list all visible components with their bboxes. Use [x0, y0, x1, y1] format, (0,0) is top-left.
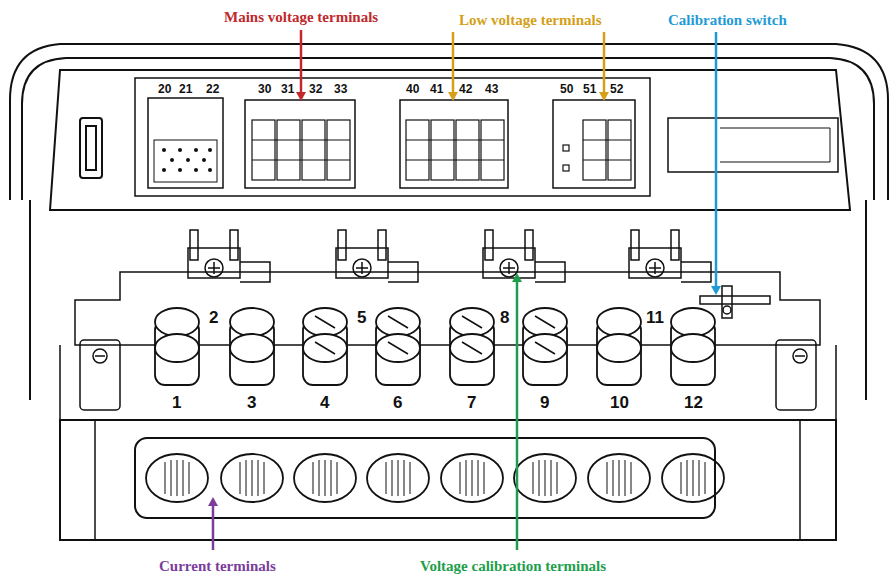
terminal-number: 6	[392, 394, 403, 413]
terminal-number: 42	[458, 83, 473, 96]
leader-line	[603, 32, 606, 94]
leader-line	[715, 32, 718, 288]
terminal-number: 32	[308, 83, 323, 96]
terminal-number: 43	[484, 83, 499, 96]
terminal-number: 7	[466, 394, 477, 413]
callout-label: Low voltage terminals	[459, 12, 601, 29]
terminal-number: 10	[609, 394, 630, 413]
leader-line	[516, 280, 519, 550]
terminal-number: 11	[645, 309, 665, 328]
leader-line	[212, 504, 215, 550]
terminal-number: 5	[356, 309, 367, 328]
leader-line	[452, 32, 455, 94]
terminal-number: 40	[405, 83, 420, 96]
terminal-number: 3	[246, 394, 257, 413]
callout-label: Current terminals	[159, 558, 276, 575]
leader-line	[300, 30, 303, 94]
terminal-number: 51	[582, 83, 597, 96]
callout-label: Calibration switch	[668, 12, 787, 29]
terminal-number: 20	[157, 83, 172, 96]
terminal-number: 1	[171, 394, 182, 413]
terminal-number: 12	[683, 394, 704, 413]
terminal-number: 31	[280, 83, 295, 96]
callout-label: Voltage calibration terminals	[420, 558, 606, 575]
terminal-number: 30	[257, 83, 272, 96]
terminal-number: 33	[333, 83, 348, 96]
callout-label: Mains voltage terminals	[224, 9, 378, 26]
terminal-number: 52	[609, 83, 624, 96]
terminal-number: 4	[319, 394, 330, 413]
terminal-number: 8	[499, 309, 510, 328]
terminal-number: 50	[559, 83, 574, 96]
terminal-number: 2	[208, 309, 219, 328]
terminal-number: 22	[205, 83, 220, 96]
terminal-number: 21	[178, 83, 193, 96]
terminal-number: 9	[539, 394, 550, 413]
terminal-number: 41	[429, 83, 444, 96]
